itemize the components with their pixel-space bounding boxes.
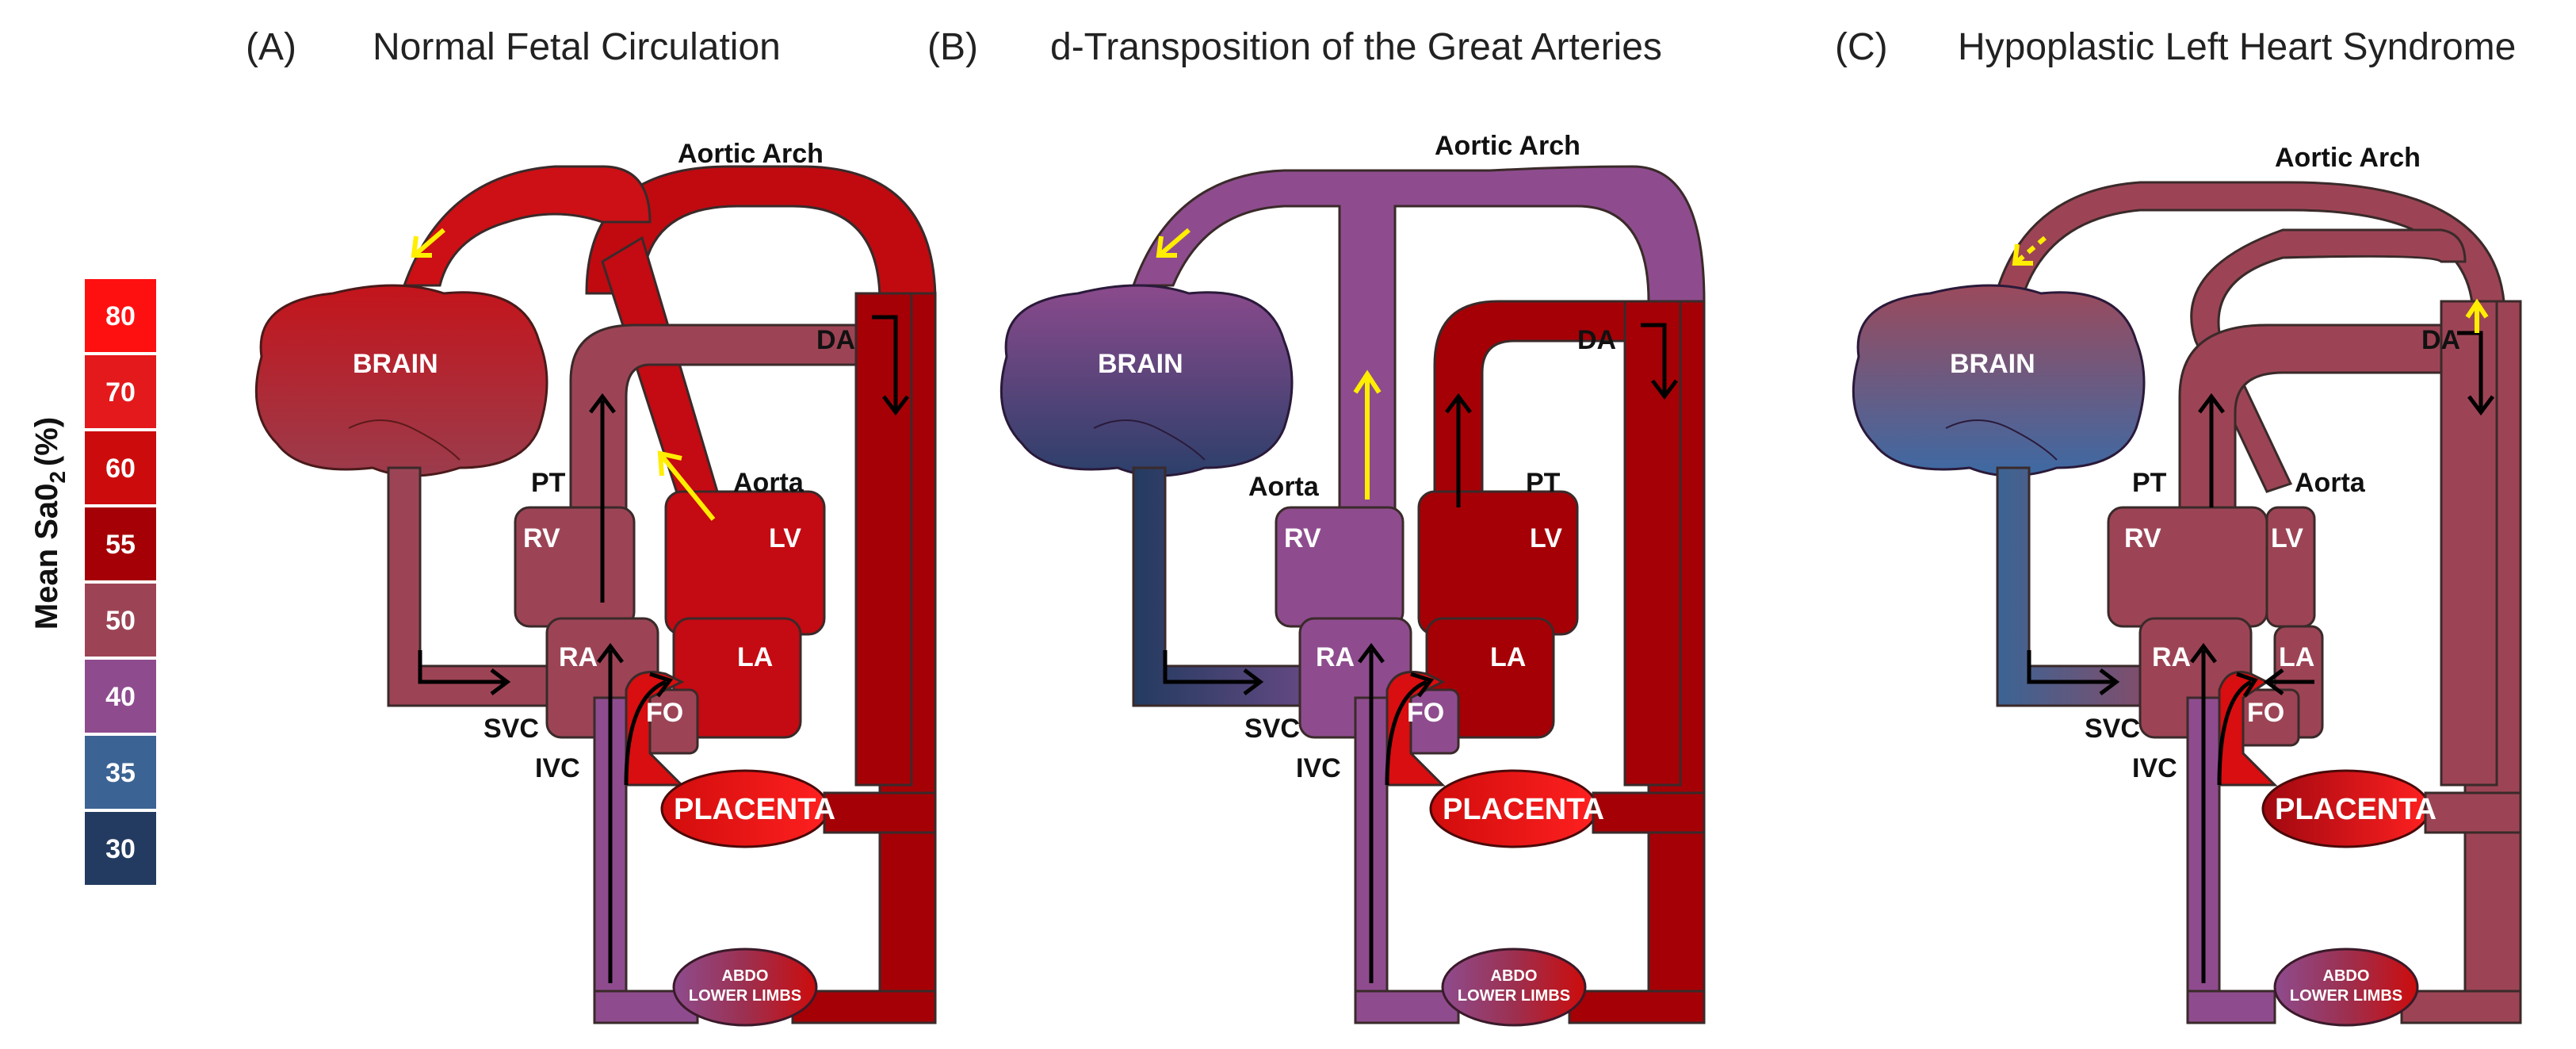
panel-a-ra-label: RA [559, 642, 598, 672]
panel-c-title: Hypoplastic Left Heart Syndrome [1958, 26, 2516, 68]
legend-swatch [85, 507, 156, 580]
panel-a-da-label: DA [816, 325, 855, 355]
panel-a-svc-label: SVC [483, 714, 539, 744]
panel-b-title: d-Transposition of the Great Arteries [1050, 26, 1662, 68]
legend-swatch [85, 584, 156, 657]
panel-c-fo-label: FO [2247, 698, 2284, 728]
panel-c-aorta-label: Aorta [2295, 468, 2366, 498]
panel-c-da-label: DA [2421, 325, 2460, 355]
panel-c-brain-label: BRAIN [1950, 349, 2035, 379]
panel-b-dtga: (B) d-Transposition of the Great Arterie… [927, 26, 1706, 1027]
panel-b-da-label: DA [1577, 325, 1616, 355]
panel-c-hlhs: (C) Hypoplastic Left Heart Syndrome [1835, 26, 2522, 1027]
legend-swatch-label: 50 [105, 606, 136, 636]
panel-b-fo-label: FO [1407, 698, 1444, 728]
panel-a-brain-label: BRAIN [353, 349, 438, 379]
panel-b-aorta-label: Aorta [1248, 472, 1320, 502]
panel-c-aortic-arch-label: Aortic Arch [2275, 143, 2421, 173]
panel-a-abdo [672, 948, 818, 1027]
panel-c-lower-limbs-label: LOWER LIMBS [2290, 987, 2402, 1005]
panel-a-title: Normal Fetal Circulation [373, 26, 781, 68]
panel-a-rv-label: RV [523, 523, 560, 553]
legend-swatch-label: 60 [105, 454, 136, 484]
legend-swatch [85, 431, 156, 504]
legend-swatches: 80 70 60 55 50 40 35 30 [85, 279, 156, 885]
panel-b-brain-label: BRAIN [1098, 349, 1183, 379]
panel-b-letter: (B) [927, 26, 978, 68]
panel-b-abdo [1441, 948, 1587, 1027]
panel-c-pt-label: PT [2132, 468, 2167, 498]
panel-a-la-label: LA [737, 642, 773, 672]
panel-a-pt-label: PT [531, 468, 566, 498]
panel-a-aorta-label: Aorta [733, 468, 805, 498]
panel-b-svc-label: SVC [1244, 714, 1300, 744]
panel-c-lv-label: LV [2271, 523, 2303, 553]
legend-swatch-label: 70 [105, 377, 136, 408]
panel-b-rv-label: RV [1284, 523, 1321, 553]
panel-b-lower-limbs-label: LOWER LIMBS [1458, 987, 1570, 1005]
panel-b-pt-label: PT [1526, 468, 1561, 498]
legend-swatch-label: 40 [105, 682, 136, 712]
panel-b-la-label: LA [1490, 642, 1526, 672]
panel-a-lower-limbs-label: LOWER LIMBS [689, 987, 801, 1005]
panel-a-letter: (A) [246, 26, 296, 68]
panel-b-ra-label: RA [1316, 642, 1355, 672]
panel-a-fo-label: FO [646, 698, 683, 728]
panel-b-aortic-arch-label: Aortic Arch [1435, 131, 1580, 161]
panel-c-abdo [2273, 948, 2419, 1027]
panel-c-rv-label: RV [2124, 523, 2161, 553]
legend-swatch [85, 355, 156, 428]
panel-c-abdo-label: ABDO [2323, 967, 2370, 985]
panel-a-normal-circulation: (A) Normal Fetal Circulation [246, 26, 937, 1027]
panel-c-letter: (C) [1835, 26, 1888, 68]
legend-axis-subscript: 2 [45, 471, 70, 484]
panel-a-abdo-label: ABDO [722, 967, 769, 985]
panel-c-brain [1852, 284, 2146, 477]
panel-c-ra-label: RA [2152, 642, 2191, 672]
panel-a-lv [664, 490, 826, 636]
legend-axis-unit: (%) [29, 417, 64, 466]
panel-c-ivc-label: IVC [2132, 753, 2177, 783]
legend-swatch [85, 736, 156, 809]
panel-c-la-label: LA [2279, 642, 2314, 672]
panel-b-lv-label: LV [1530, 523, 1562, 553]
legend-swatch [85, 660, 156, 733]
legend-swatch [85, 279, 156, 352]
panel-c-svc-label: SVC [2085, 714, 2140, 744]
panel-b-lv [1417, 490, 1579, 636]
panel-b-ivc-label: IVC [1296, 753, 1341, 783]
panel-b-placenta-label: PLACENTA [1443, 793, 1604, 826]
panel-c-placenta-label: PLACENTA [2275, 793, 2436, 826]
panel-a-aortic-arch-label: Aortic Arch [678, 139, 824, 169]
legend-swatch-label: 55 [105, 530, 136, 560]
panel-a-ivc-label: IVC [535, 753, 580, 783]
legend-swatch-label: 30 [105, 834, 136, 864]
legend-swatch-label: 80 [105, 301, 136, 331]
legend-swatch [85, 812, 156, 885]
panel-b-brain [999, 284, 1294, 477]
panel-a-placenta-label: PLACENTA [674, 793, 835, 826]
panel-b-abdo-label: ABDO [1491, 967, 1538, 985]
panel-a-lv-label: LV [769, 523, 801, 553]
legend-axis-label: Mean Sa02(%) [29, 417, 70, 630]
legend-swatch-label: 35 [105, 758, 136, 788]
panel-a-brain [254, 284, 548, 477]
